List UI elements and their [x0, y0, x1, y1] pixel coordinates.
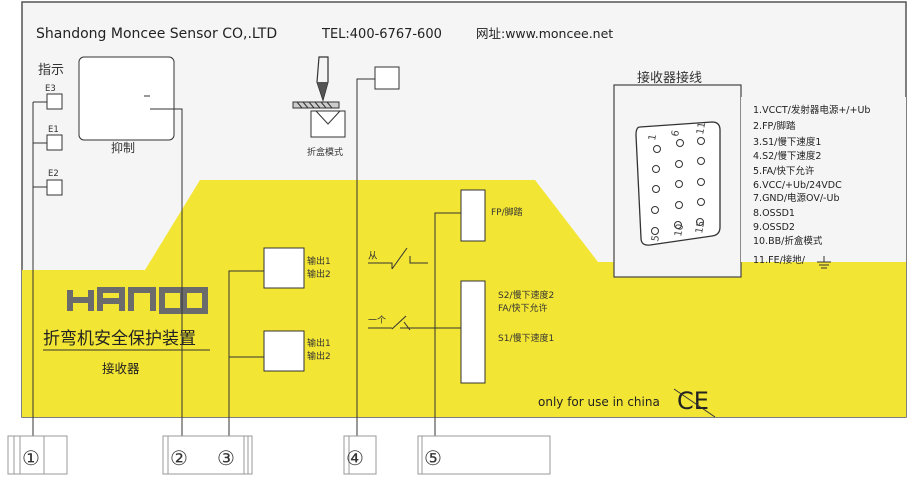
callout-5: ⑤ [424, 446, 442, 470]
hanoo-logo [67, 287, 208, 314]
output-1-label-a: 输出1 [307, 255, 331, 267]
led-e2 [46, 179, 63, 196]
product-subtitle: 接收器 [102, 361, 140, 376]
output-2-label-b: 输出2 [307, 350, 331, 362]
output-box-1 [263, 247, 305, 289]
callout-3: ③ [217, 446, 235, 470]
indicator-title: 指示 [38, 63, 64, 78]
box-mode-label: 折盒模式 [307, 146, 343, 158]
telephone: TEL:400-6767-600 [321, 27, 442, 42]
product-name: 折弯机安全保护装置 [43, 329, 196, 349]
terminal-s-block [460, 280, 486, 384]
bottom-cells [7, 435, 551, 475]
led-label-e3: E3 [45, 84, 56, 94]
pin-list-item: 2.FP/脚踏 [753, 120, 796, 132]
press-brake-icon [292, 56, 346, 138]
callout-2: ② [170, 446, 188, 470]
pin-number-10: 10 [673, 223, 686, 237]
display-label: 抑制 [111, 140, 135, 155]
pin-list-item: 9.OSSD2 [753, 222, 795, 233]
callout-lines [32, 78, 461, 442]
box-mode-indicator [374, 66, 400, 90]
wiring-title: 接收器接线 [637, 70, 702, 86]
terminal-fp [460, 189, 486, 242]
terminal-fa-label: FA/快下允许 [498, 302, 548, 314]
terminal-s1-label: S1/慢下速度1 [498, 332, 554, 344]
output-1-label-b: 输出2 [307, 268, 331, 280]
output-2-label-a: 输出1 [307, 337, 331, 349]
callout-1: ① [22, 446, 40, 470]
pin-list-item: 1.VCCT/发射器电源+/+Ub [753, 104, 870, 116]
display-window [78, 56, 175, 141]
switch-from [368, 247, 428, 270]
pin-list-item: 6.VCC/+Ub/24VDC [753, 180, 842, 191]
pin-list-item: 3.S1/慢下速度1 [753, 136, 821, 148]
pin-number-6: 6 [670, 129, 682, 137]
ce-strike [673, 388, 716, 418]
led-e3 [46, 93, 63, 110]
pin-number-11: 11 [695, 121, 708, 135]
switch-single-label: 一个 [368, 315, 386, 326]
pin-number-1: 1 [647, 133, 659, 141]
terminal-s2-label: S2/慢下速度2 [498, 289, 554, 301]
pin-number-5: 5 [650, 234, 662, 242]
pin-list-item: 11.FE/接地/ [753, 254, 806, 266]
pin-list-item: 4.S2/慢下速度2 [753, 150, 821, 162]
led-label-e2: E2 [48, 169, 59, 179]
switch-from-label: 从 [368, 251, 378, 262]
pin-list-item: 8.OSSD1 [753, 208, 795, 219]
output-box-2 [263, 330, 305, 372]
website: 网址:www.moncee.net [476, 26, 613, 41]
ground-icon [817, 256, 831, 269]
led-e1 [46, 134, 63, 151]
pin-number-15: 15 [694, 220, 707, 234]
led-label-e1: E1 [48, 125, 59, 135]
ce-mark: CE [677, 387, 709, 415]
company-name: Shandong Moncee Sensor CO,.LTD [36, 26, 277, 42]
dsub15-connector [635, 121, 721, 246]
pin-list-item: 7.GND/电源OV/-Ub [753, 192, 839, 204]
pin-list-item: 5.FA/快下允许 [753, 165, 815, 177]
callout-4: ④ [346, 446, 364, 470]
terminal-fp-label: FP/脚踏 [491, 206, 523, 218]
usage-note: only for use in china [538, 395, 660, 409]
pin-list-item: 10.BB/折盒模式 [753, 235, 823, 247]
